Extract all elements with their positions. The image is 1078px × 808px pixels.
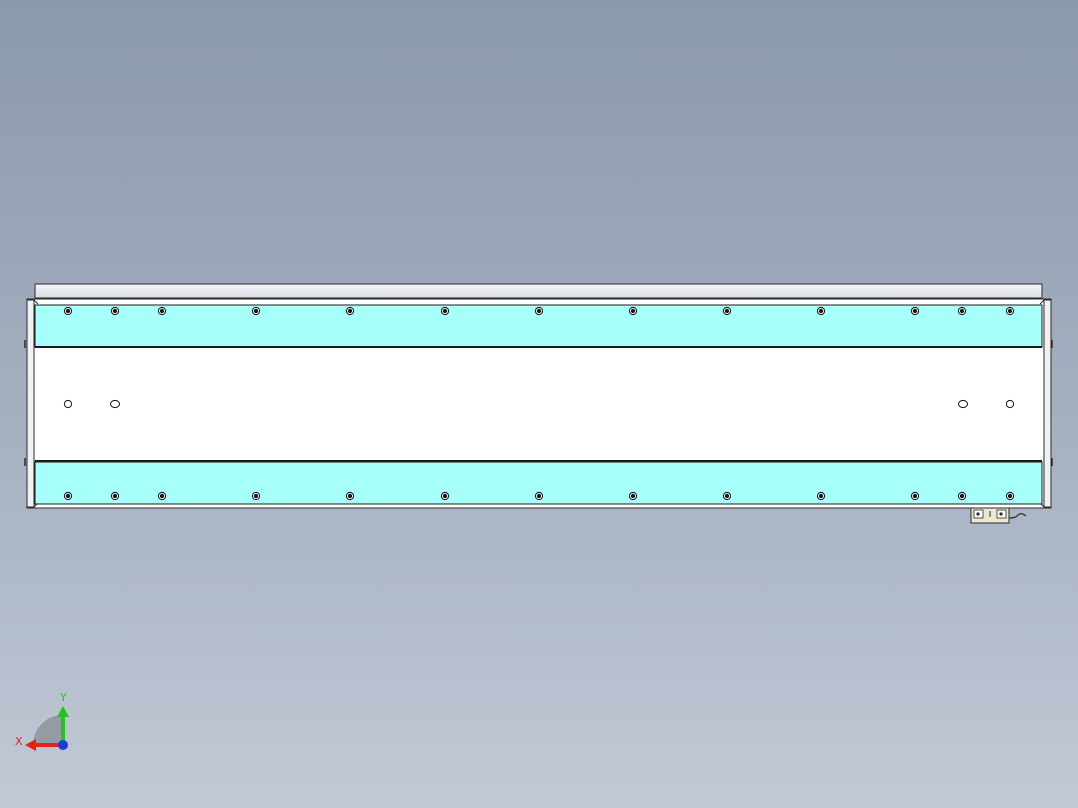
mounting-hole bbox=[1005, 399, 1015, 409]
bottom-screw-hole bbox=[628, 491, 638, 501]
top-screw-hole bbox=[957, 306, 967, 316]
mounting-hole bbox=[958, 399, 968, 409]
top-screw-hole bbox=[1005, 306, 1015, 316]
z-axis-dot bbox=[58, 740, 68, 750]
top-screw-hole bbox=[63, 306, 73, 316]
left-end-cap bbox=[26, 299, 35, 508]
top-screw-hole bbox=[910, 306, 920, 316]
top-screw-row bbox=[63, 306, 1015, 316]
right-end-cap bbox=[1043, 299, 1052, 508]
mounting-hole bbox=[110, 399, 120, 409]
top-screw-hole bbox=[816, 306, 826, 316]
bottom-screw-hole bbox=[816, 491, 826, 501]
bottom-screw-hole bbox=[534, 491, 544, 501]
top-screw-hole bbox=[157, 306, 167, 316]
bottom-screw-hole bbox=[345, 491, 355, 501]
bottom-screw-hole bbox=[157, 491, 167, 501]
bottom-screw-hole bbox=[251, 491, 261, 501]
top-screw-hole bbox=[722, 306, 732, 316]
cable-connector bbox=[970, 507, 1027, 524]
bottom-screw-hole bbox=[440, 491, 450, 501]
bottom-screw-hole bbox=[722, 491, 732, 501]
top-screw-hole bbox=[345, 306, 355, 316]
bottom-screw-hole bbox=[110, 491, 120, 501]
top-screw-hole bbox=[440, 306, 450, 316]
center-carriage-plate bbox=[35, 348, 1042, 460]
bottom-screw-hole bbox=[957, 491, 967, 501]
y-axis-label: Y bbox=[59, 691, 67, 704]
bottom-screw-row bbox=[63, 491, 1015, 501]
top-rail bbox=[34, 283, 1043, 299]
bottom-screw-hole bbox=[63, 491, 73, 501]
bottom-screw-hole bbox=[910, 491, 920, 501]
mounting-hole bbox=[63, 399, 73, 409]
top-screw-hole bbox=[251, 306, 261, 316]
y-axis-arrowhead bbox=[57, 706, 69, 717]
x-axis-arrowhead bbox=[25, 739, 36, 751]
coordinate-triad[interactable]: Y X bbox=[15, 691, 69, 751]
bottom-screw-hole bbox=[1005, 491, 1015, 501]
x-axis-label: X bbox=[15, 735, 23, 748]
top-screw-hole bbox=[628, 306, 638, 316]
top-screw-hole bbox=[110, 306, 120, 316]
top-screw-hole bbox=[534, 306, 544, 316]
center-hole-group bbox=[63, 399, 1015, 409]
